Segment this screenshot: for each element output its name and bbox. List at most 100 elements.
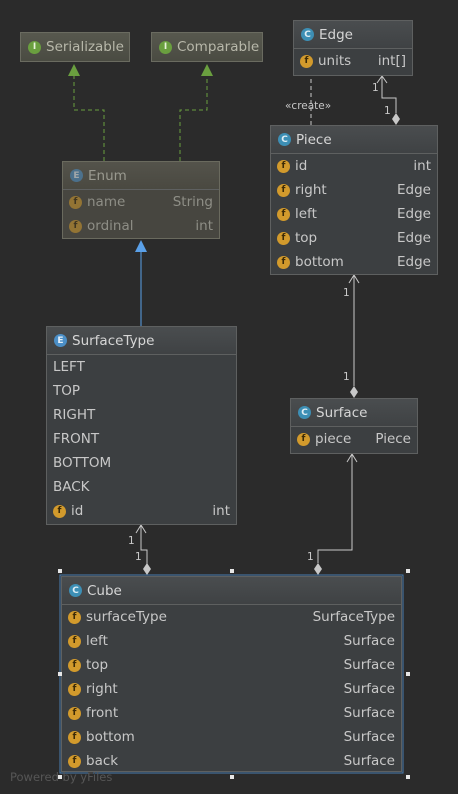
selection-handle[interactable] (58, 569, 62, 573)
field-type: int (413, 158, 431, 174)
field-name: left (295, 206, 317, 222)
implements-comparable-arrowhead (201, 64, 213, 76)
surface-field-row[interactable]: f piece Piece (291, 427, 417, 451)
field-type: Edge (397, 182, 431, 198)
piece-edge-diamond (392, 113, 400, 125)
cube-field-row[interactable]: f surfaceType SurfaceType (62, 605, 401, 629)
powered-by-footer: Powered by yFiles (10, 770, 113, 784)
surfacetype-name: SurfaceType (72, 332, 155, 349)
piece-edge-association-line[interactable] (381, 76, 397, 113)
cube-surface-association-arrowhead (346, 453, 358, 463)
cube-field-row[interactable]: f left Surface (62, 629, 401, 653)
cube-field-row[interactable]: f front Surface (62, 701, 401, 725)
field-name: piece (315, 431, 352, 447)
piece-field-row[interactable]: f top Edge (271, 226, 437, 250)
implements-serializable-line[interactable] (73, 76, 105, 161)
class-icon: C (278, 133, 291, 146)
surfacetype-header: E SurfaceType (47, 327, 236, 355)
field-type: Edge (397, 230, 431, 246)
multiplicity-label: 1 (128, 535, 135, 547)
enum-constant-row[interactable]: RIGHT (47, 403, 236, 427)
implements-serializable-arrowhead (68, 64, 80, 76)
enum-constant: BACK (53, 479, 90, 495)
field-name: id (295, 158, 308, 174)
field-icon: f (277, 207, 290, 221)
enum-constant: RIGHT (53, 407, 96, 423)
cube-field-row[interactable]: f top Surface (62, 653, 401, 677)
piece-class[interactable]: C Piece f id int f right Edge f left Edg… (270, 125, 438, 275)
field-type: int (212, 503, 230, 519)
enum-constant: TOP (53, 383, 81, 399)
implements-comparable-line[interactable] (179, 76, 208, 161)
edge-name: Edge (319, 26, 353, 43)
enum-constant-row[interactable]: FRONT (47, 427, 236, 451)
field-icon: f (68, 730, 81, 744)
cube-name: Cube (87, 582, 122, 599)
field-type: Surface (343, 633, 395, 649)
field-type: Edge (397, 206, 431, 222)
field-icon: f (300, 54, 313, 68)
selection-handle[interactable] (406, 569, 410, 573)
enum-constant-row[interactable]: BOTTOM (47, 451, 236, 475)
edge-class[interactable]: C Edge f units int[] (293, 20, 413, 76)
surface-name: Surface (316, 404, 368, 421)
selection-handle[interactable] (406, 672, 410, 676)
create-stereotype-label: «create» (285, 100, 332, 112)
selection-handle[interactable] (58, 775, 62, 779)
field-name: id (71, 503, 84, 519)
cube-class[interactable]: C Cube f surfaceType SurfaceType f left … (61, 576, 402, 772)
field-icon: f (68, 682, 81, 696)
cube-header: C Cube (62, 577, 401, 605)
cube-surfacetype-association-arrowhead (135, 524, 147, 534)
field-type: Piece (375, 431, 411, 447)
surfacetype-field-row[interactable]: f id int (47, 499, 236, 523)
field-type: Surface (343, 681, 395, 697)
field-icon: f (68, 658, 81, 672)
selection-handle[interactable] (406, 775, 410, 779)
field-name: top (295, 230, 318, 246)
cube-surfacetype-association-line[interactable] (140, 525, 148, 564)
cube-surface-diamond (314, 563, 322, 575)
enum-name: Enum (88, 167, 127, 184)
enum-constant: FRONT (53, 431, 100, 447)
piece-field-row[interactable]: f id int (271, 154, 437, 178)
multiplicity-label: 1 (343, 287, 350, 299)
selection-handle[interactable] (230, 775, 234, 779)
piece-field-row[interactable]: f bottom Edge (271, 250, 437, 274)
cube-surface-association-line[interactable] (317, 454, 353, 563)
serializable-interface[interactable]: I Serializable (20, 32, 130, 62)
cube-field-row[interactable]: f right Surface (62, 677, 401, 701)
cube-field-row[interactable]: f bottom Surface (62, 725, 401, 749)
comparable-header: I Comparable (152, 33, 262, 61)
field-name: right (86, 681, 118, 697)
edge-field-row[interactable]: f units int[] (294, 49, 412, 73)
surface-class[interactable]: C Surface f piece Piece (290, 398, 418, 454)
field-type: String (172, 194, 213, 210)
cube-surfacetype-diamond (143, 563, 151, 575)
surface-header: C Surface (291, 399, 417, 427)
multiplicity-label: 1 (372, 82, 379, 94)
enum-field-row[interactable]: f name String (63, 190, 219, 214)
enum-constant-row[interactable]: LEFT (47, 355, 236, 379)
field-type: Surface (343, 753, 395, 769)
enum-field-row[interactable]: f ordinal int (63, 214, 219, 238)
selection-handle[interactable] (58, 672, 62, 676)
field-name: ordinal (87, 218, 134, 234)
enum-header: E Enum (63, 162, 219, 190)
enum-constant-row[interactable]: BACK (47, 475, 236, 499)
cube-field-row[interactable]: f back Surface (62, 749, 401, 773)
enum-class[interactable]: E Enum f name String f ordinal int (62, 161, 220, 239)
class-icon: C (301, 28, 314, 41)
comparable-interface[interactable]: I Comparable (151, 32, 263, 62)
enum-constant-row[interactable]: TOP (47, 379, 236, 403)
multiplicity-label: 1 (343, 371, 350, 383)
field-name: front (86, 705, 119, 721)
field-icon: f (277, 231, 290, 245)
surfacetype-enum[interactable]: E SurfaceType LEFT TOP RIGHT FRONT BOTTO… (46, 326, 237, 525)
enum-icon: E (70, 169, 83, 182)
piece-header: C Piece (271, 126, 437, 154)
multiplicity-label: 1 (307, 551, 314, 563)
piece-field-row[interactable]: f left Edge (271, 202, 437, 226)
selection-handle[interactable] (230, 569, 234, 573)
piece-field-row[interactable]: f right Edge (271, 178, 437, 202)
